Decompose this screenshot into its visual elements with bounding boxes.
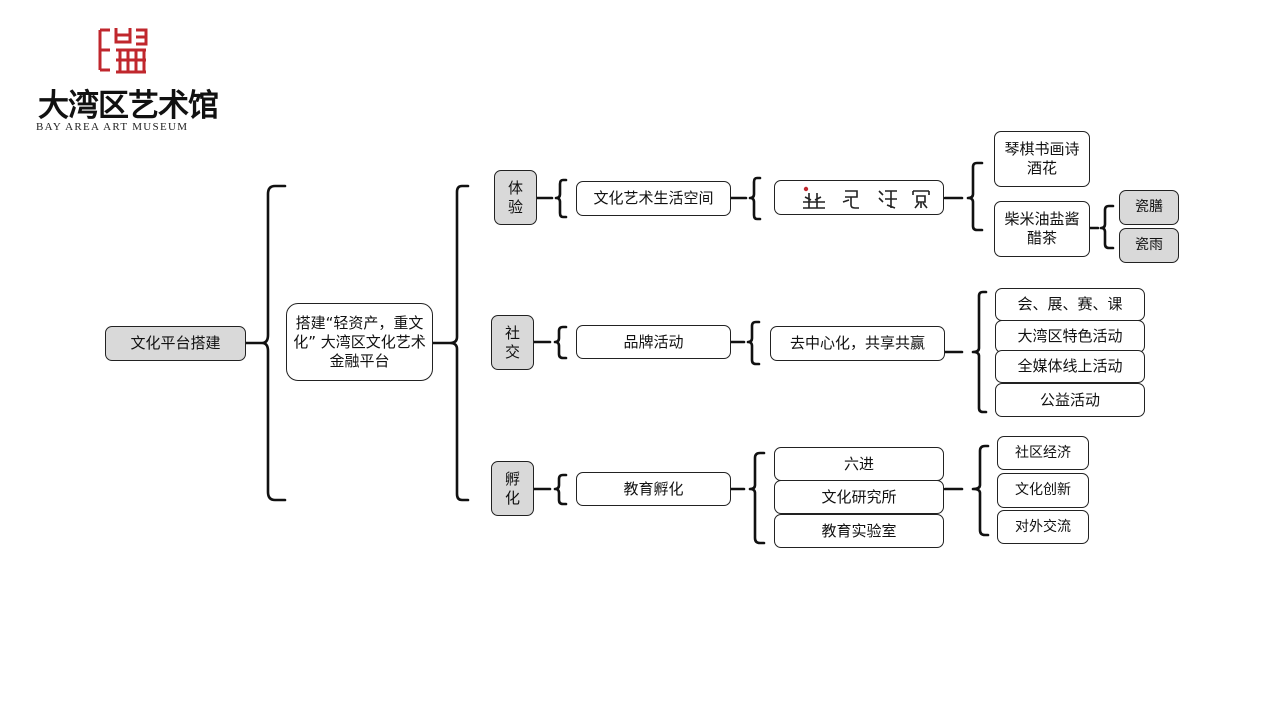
item-education-label: 教育孵化 [623, 479, 684, 498]
bracket-incubate [532, 473, 568, 506]
item-life-space: 文化艺术生活空间 [576, 181, 731, 216]
bracket-social-3 [943, 290, 988, 414]
leaf-innovation-label: 文化创新 [1015, 482, 1071, 498]
sub-lab-label: 教育实验室 [821, 521, 897, 540]
item-life-space-label: 文化艺术生活空间 [593, 189, 714, 207]
leaf-online-events: 全媒体线上活动 [995, 350, 1145, 383]
sub-decentralize-label: 去中心化，共享共赢 [789, 334, 925, 352]
pillar-social-label: 社交 [505, 323, 521, 361]
leaf-community: 社区经济 [997, 436, 1089, 470]
bracket-chai [1088, 204, 1115, 250]
leaf-innovation: 文化创新 [997, 473, 1089, 508]
bracket-platform [431, 184, 470, 502]
seal-script-strip [774, 180, 944, 215]
bracket-incubate-3 [943, 444, 990, 537]
leaf-qinqi-label: 琴棋书画诗酒花 [1004, 140, 1080, 177]
bracket-social [532, 325, 568, 360]
leaf-chaimi-label: 柴米油盐酱醋茶 [1004, 210, 1080, 247]
item-brand-events: 品牌活动 [576, 325, 731, 359]
item-education: 教育孵化 [576, 472, 731, 506]
leaf-bayarea-events-label: 大湾区特色活动 [1017, 327, 1123, 345]
bracket-social-2 [729, 320, 761, 366]
bracket-root [244, 184, 287, 502]
pillar-experience: 体验 [494, 170, 537, 225]
pillar-incubate: 孵化 [491, 461, 534, 516]
pillar-social: 社交 [491, 315, 534, 370]
bracket-incubate-2 [729, 451, 766, 545]
sub-institute: 文化研究所 [774, 480, 944, 514]
leaf-meetings: 会、展、赛、课 [995, 288, 1145, 321]
leaf-exchange: 对外交流 [997, 510, 1089, 544]
leaf-cishan-label: 瓷膳 [1135, 199, 1163, 215]
sub-six-entries: 六进 [774, 447, 944, 481]
bracket-experience [535, 178, 568, 219]
bracket-experience-3 [943, 161, 984, 232]
logo-name-cn: 大湾区艺术馆 [38, 88, 219, 124]
leaf-chaimi: 柴米油盐酱醋茶 [994, 201, 1090, 257]
leaf-bayarea-events: 大湾区特色活动 [995, 320, 1145, 353]
leaf-ciyu: 瓷雨 [1119, 228, 1179, 263]
leaf-ciyu-label: 瓷雨 [1135, 237, 1163, 253]
leaf-meetings-label: 会、展、赛、课 [1017, 295, 1123, 313]
sub-decentralize: 去中心化，共享共赢 [770, 326, 945, 361]
platform-node: 搭建“轻资产，重文化” 大湾区文化艺术金融平台 [286, 303, 433, 381]
logo-name-en: BAY AREA ART MUSEUM [36, 121, 189, 133]
sub-lab: 教育实验室 [774, 514, 944, 548]
leaf-qinqi: 琴棋书画诗酒花 [994, 131, 1090, 187]
seal-logo-icon [98, 28, 148, 74]
leaf-online-events-label: 全媒体线上活动 [1017, 357, 1123, 375]
bracket-experience-2 [729, 176, 762, 221]
item-brand-events-label: 品牌活动 [623, 332, 684, 351]
seal-script-strip-icon [803, 186, 930, 209]
platform-label: 搭建“轻资产，重文化” 大湾区文化艺术金融平台 [293, 313, 426, 370]
leaf-charity-label: 公益活动 [1039, 390, 1100, 409]
pillar-experience-label: 体验 [508, 178, 524, 216]
museum-logo: 大湾区艺术馆 BAY AREA ART MUSEUM [34, 22, 224, 134]
sub-institute-label: 文化研究所 [821, 487, 897, 506]
leaf-cishan: 瓷膳 [1119, 190, 1179, 225]
sub-six-entries-label: 六进 [843, 454, 874, 473]
root-label: 文化平台搭建 [130, 334, 221, 352]
leaf-exchange-label: 对外交流 [1015, 518, 1071, 535]
root-node: 文化平台搭建 [105, 326, 246, 361]
leaf-community-label: 社区经济 [1015, 444, 1071, 461]
leaf-charity: 公益活动 [995, 383, 1145, 417]
pillar-incubate-label: 孵化 [505, 469, 521, 507]
